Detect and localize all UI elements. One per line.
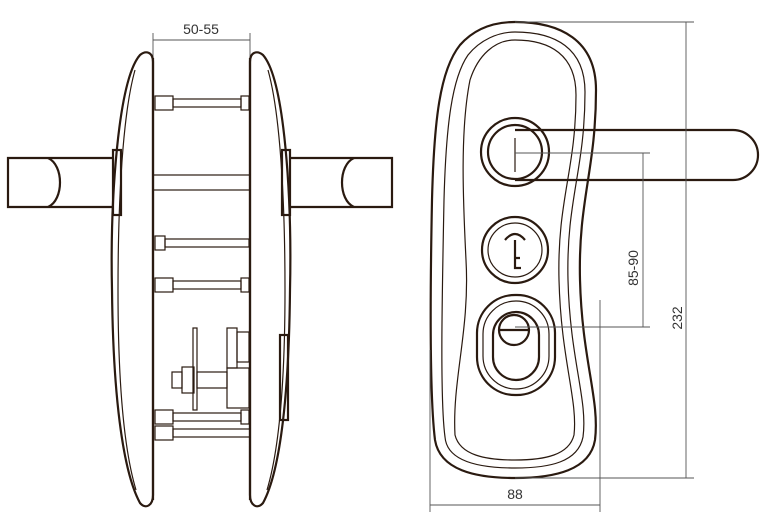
dimension-label-width: 88 xyxy=(507,486,523,502)
left-handle xyxy=(6,148,123,217)
lock-mechanism xyxy=(171,327,290,422)
dimension-height: 232 xyxy=(515,21,694,479)
mounting-rods xyxy=(152,95,251,441)
security-emblem xyxy=(480,215,550,285)
dimension-label-handle-to-cylinder: 85-90 xyxy=(625,250,641,286)
dimension-label-height: 232 xyxy=(669,306,685,330)
side-view: 50-55 xyxy=(6,21,394,508)
lever-handle xyxy=(479,116,760,188)
right-handle xyxy=(280,148,394,217)
dimension-width: 88 xyxy=(429,300,601,512)
dimension-label-door-thickness: 50-55 xyxy=(183,21,219,37)
cylinder-guard xyxy=(475,293,557,397)
front-view: 85-90 232 88 xyxy=(429,20,760,512)
dimension-door-thickness: 50-55 xyxy=(152,21,251,58)
right-escutcheon xyxy=(248,51,292,508)
dimension-handle-to-cylinder: 85-90 xyxy=(515,152,650,328)
